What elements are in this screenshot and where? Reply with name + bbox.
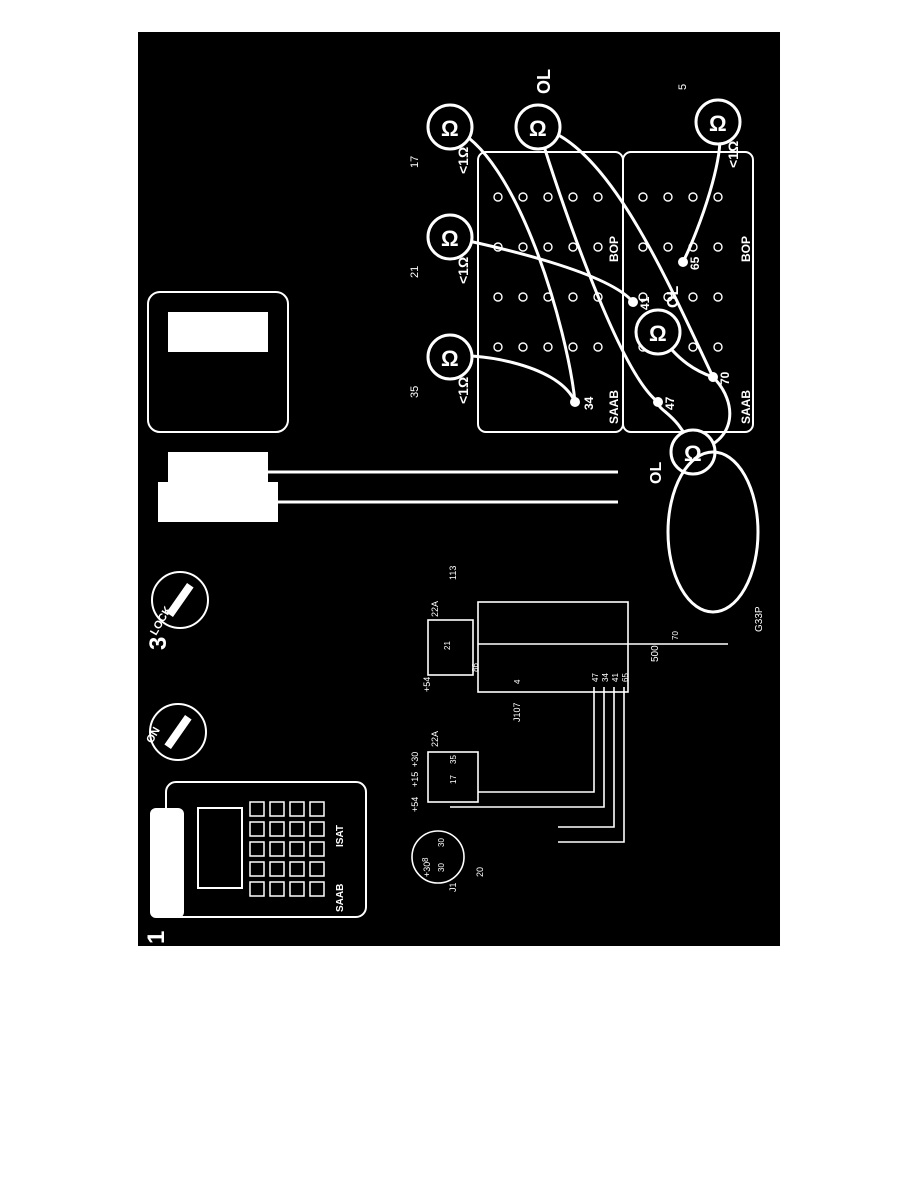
meter-4-symbol: Ω	[529, 116, 547, 141]
label-plus-54-b: +54	[410, 797, 420, 812]
label-j1: J1	[448, 882, 458, 892]
ignition-on-switch: ON	[144, 703, 207, 761]
meter-1: Ω <1Ω 35	[409, 333, 474, 404]
meter-4: Ω OL	[514, 69, 562, 151]
label-s70: 70	[671, 631, 680, 640]
tester-model: ISAT	[335, 825, 346, 847]
step-3-callout: 3	[145, 637, 172, 650]
label-plus-15: +15	[410, 772, 420, 787]
step-1-callout: 1	[143, 931, 170, 944]
label-22a-b: 22A	[430, 601, 440, 617]
pin-41: 41	[638, 296, 652, 310]
pin-70: 70	[718, 371, 732, 385]
bob-brand-top: SAAB	[607, 390, 621, 424]
label-s65: 65	[621, 673, 630, 682]
meter-2-note: 21	[409, 266, 421, 278]
isat-tester: SAAB ISAT	[150, 781, 367, 918]
meter-3-note: 17	[409, 156, 421, 168]
label-j107: J107	[512, 702, 522, 722]
schematic: +54 +30 +54 +15 +30 J1 20 30 30 8 17 35 …	[410, 566, 765, 892]
meter-1-symbol: Ω	[441, 346, 459, 371]
meter-5-symbol: Ω	[709, 111, 727, 136]
label-8: 8	[421, 857, 430, 862]
label-500: 500	[650, 645, 661, 662]
ignition-lock-switch: LOCK	[148, 571, 209, 638]
meter-3-reading: <1Ω	[455, 147, 471, 174]
label-s41: 41	[611, 673, 620, 682]
bob-label-1: BOP	[607, 236, 621, 262]
label-86: 86	[471, 663, 480, 672]
meter-2-reading: <1Ω	[455, 257, 471, 284]
label-21: 21	[443, 641, 452, 650]
meter-1-reading: <1Ω	[455, 377, 471, 404]
meter-5-reading: <1Ω	[725, 141, 741, 168]
meter-4-reading: OL	[534, 69, 554, 94]
pin-65: 65	[688, 256, 702, 270]
label-s34: 34	[601, 673, 610, 682]
label-s47: 47	[591, 673, 600, 682]
meter-5: Ω <1Ω 5	[677, 84, 742, 168]
wiring-diagram-figure: 1 3 SAAB ISAT ON LOCK	[138, 32, 780, 946]
label-4: 4	[513, 679, 522, 684]
meter-6-symbol: Ω	[649, 321, 667, 346]
meter-3-symbol: Ω	[441, 116, 459, 141]
meter-2-symbol: Ω	[441, 226, 459, 251]
diagram-canvas: 1 3 SAAB ISAT ON LOCK	[143, 69, 765, 944]
label-plus-30-a: +30	[422, 862, 432, 877]
bob-brand-bottom: SAAB	[739, 390, 753, 424]
label-20: 20	[475, 867, 485, 877]
label-plus-30-b: +30	[410, 752, 420, 767]
label-113: 113	[448, 566, 458, 580]
meter-7-reading: OL	[648, 462, 665, 484]
meter-6: Ω OL	[634, 286, 682, 356]
label-plus-54-top: +54	[422, 677, 432, 692]
label-30-b: 30	[437, 863, 446, 872]
tester-brand: SAAB	[335, 884, 346, 912]
meter-7: Ω OL	[648, 428, 717, 484]
label-17: 17	[449, 775, 458, 784]
meter-5-note: 5	[677, 84, 689, 90]
label-30-a: 30	[437, 838, 446, 847]
cable-loop	[666, 450, 760, 614]
meter-7-symbol: Ω	[684, 441, 702, 466]
meter-2: Ω <1Ω 21	[409, 213, 474, 284]
label-g33p: G33P	[754, 606, 765, 632]
bob-label-2: BOP	[739, 236, 753, 262]
pin-47: 47	[663, 396, 677, 410]
connector-plug	[158, 452, 618, 522]
meter-1-note: 35	[409, 386, 421, 398]
meter-3: Ω <1Ω 17	[409, 103, 474, 174]
meter-6-reading: OL	[665, 286, 682, 308]
pin-34: 34	[582, 396, 596, 410]
control-unit	[147, 291, 289, 433]
label-22a-a: 22A	[430, 731, 440, 747]
pin-markers: 34 47 41 70 65	[570, 256, 732, 410]
label-35: 35	[449, 755, 458, 764]
